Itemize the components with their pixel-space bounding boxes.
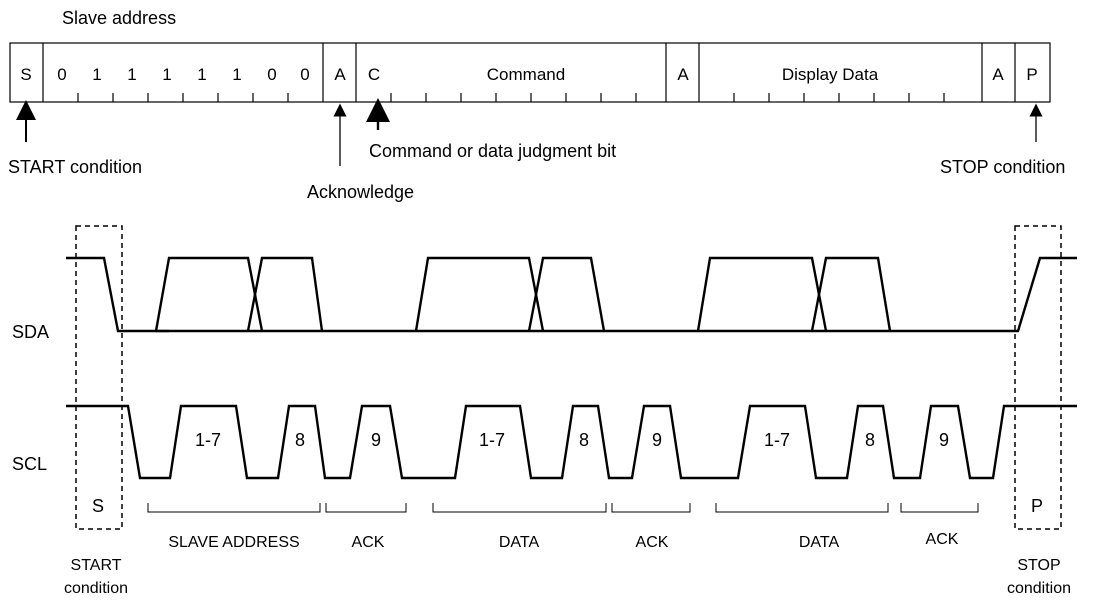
start-box-label: S bbox=[92, 496, 104, 516]
bit-ticks bbox=[77, 93, 945, 102]
group-label: ACK bbox=[352, 534, 385, 551]
ack-cell: A bbox=[992, 65, 1004, 84]
group-labels: SLAVE ADDRESS ACK DATA ACK DATA ACK bbox=[168, 531, 958, 551]
bit-cell: 1 bbox=[232, 65, 241, 84]
group-label: DATA bbox=[499, 534, 540, 551]
stop-box-label: P bbox=[1031, 496, 1043, 516]
start-caption-line1: START bbox=[71, 557, 122, 574]
group-label: ACK bbox=[926, 531, 959, 548]
start-cell: S bbox=[20, 65, 31, 84]
pulse-label: 9 bbox=[371, 430, 381, 450]
stop-caption-line2: condition bbox=[1007, 580, 1071, 597]
bit-cell: 1 bbox=[92, 65, 101, 84]
command-cell: Command bbox=[487, 65, 565, 84]
group-label: DATA bbox=[799, 534, 840, 551]
sda-waveform bbox=[66, 256, 1077, 333]
scl-waveform bbox=[66, 404, 1077, 480]
group-label: SLAVE ADDRESS bbox=[168, 534, 299, 551]
pulse-label: 1-7 bbox=[764, 430, 790, 450]
pulse-label: 9 bbox=[652, 430, 662, 450]
pulse-labels: 1-7 8 9 1-7 8 9 1-7 8 9 bbox=[195, 430, 949, 450]
sda-label: SDA bbox=[12, 322, 49, 342]
ack-cell: A bbox=[677, 65, 689, 84]
frame-cells: S 0 1 1 1 1 1 0 0 A C Command A Display … bbox=[20, 65, 1037, 84]
pulse-label: 8 bbox=[295, 430, 305, 450]
annotation-arrows bbox=[16, 98, 1043, 166]
display-data-cell: Display Data bbox=[782, 65, 879, 84]
group-label: ACK bbox=[636, 534, 669, 551]
cmd-judgment-label: Command or data judgment bit bbox=[369, 141, 616, 161]
bit-cell: 0 bbox=[267, 65, 276, 84]
pulse-label: 8 bbox=[865, 430, 875, 450]
group-brackets bbox=[147, 503, 979, 513]
start-condition-box bbox=[75, 225, 123, 530]
frame-format bbox=[9, 42, 1051, 103]
stop-cell: P bbox=[1026, 65, 1037, 84]
stop-condition-label: STOP condition bbox=[940, 157, 1065, 177]
bit-cell: 1 bbox=[197, 65, 206, 84]
start-caption-line2: condition bbox=[64, 580, 128, 597]
scl-label: SCL bbox=[12, 454, 47, 474]
slave-address-title: Slave address bbox=[62, 8, 176, 28]
pulse-label: 8 bbox=[579, 430, 589, 450]
pulse-label: 9 bbox=[939, 430, 949, 450]
c-bit-cell: C bbox=[368, 65, 380, 84]
stop-caption-line1: STOP bbox=[1017, 557, 1060, 574]
bit-cell: 1 bbox=[162, 65, 171, 84]
pulse-label: 1-7 bbox=[195, 430, 221, 450]
pulse-label: 1-7 bbox=[479, 430, 505, 450]
bit-cell: 1 bbox=[127, 65, 136, 84]
bit-cell: 0 bbox=[57, 65, 66, 84]
acknowledge-label: Acknowledge bbox=[307, 182, 414, 202]
start-condition-label: START condition bbox=[8, 157, 142, 177]
bit-cell: 0 bbox=[300, 65, 309, 84]
stop-condition-box bbox=[1014, 225, 1062, 530]
ack-cell: A bbox=[334, 65, 346, 84]
